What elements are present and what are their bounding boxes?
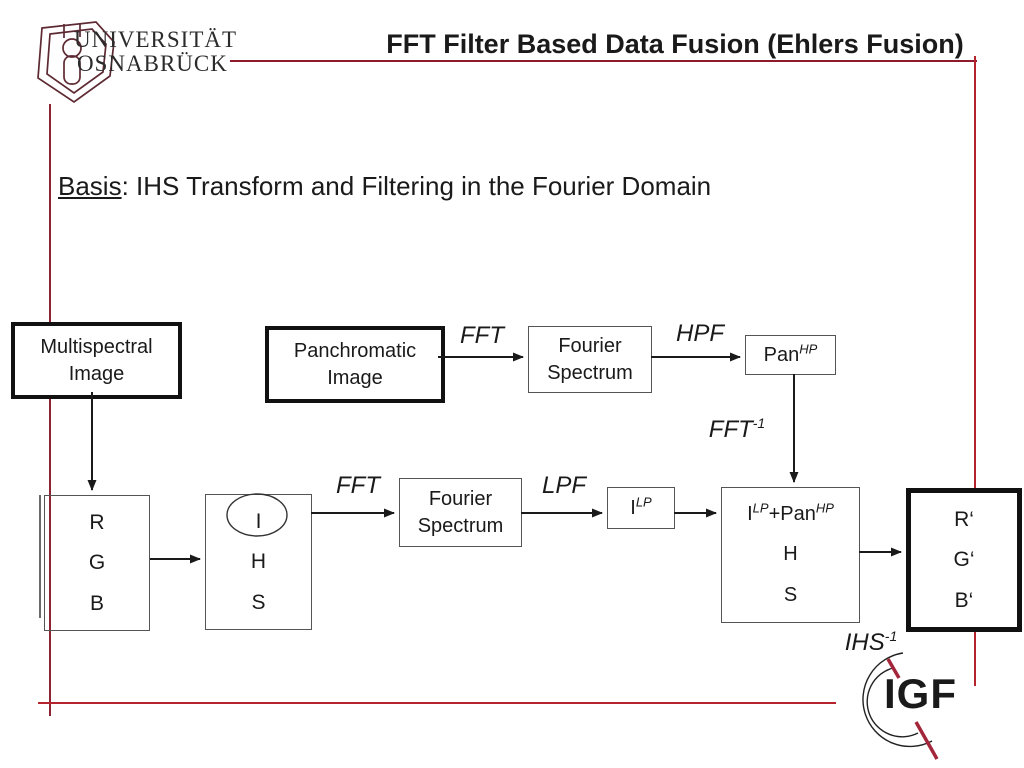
- box-pan-hp: PanHP: [745, 335, 836, 375]
- title-underline-rule: [230, 60, 977, 62]
- fusion-letter-h: H: [783, 543, 798, 566]
- university-name-line1: UNIVERSITÄT: [74, 27, 238, 52]
- box-pan-hp-text: PanHP: [764, 342, 818, 369]
- left-vertical-rule: [49, 104, 51, 716]
- rgb-letter-r: R: [89, 510, 105, 534]
- ihs-inv-base: IHS: [844, 629, 885, 656]
- box-fourier-spectrum-top: Fourier Spectrum: [528, 326, 652, 393]
- fusion-plus-pan: +Pan: [768, 502, 816, 525]
- ihs-inv-sup: -1: [884, 628, 898, 644]
- box-rgb-input: R G B: [44, 495, 150, 631]
- rgb-out-letter-r: R‘: [954, 507, 974, 531]
- box-multispectral-line1: Multispectral: [40, 335, 153, 358]
- box-fourier-spectrum-bottom: Fourier Spectrum: [399, 478, 522, 547]
- basis-label: Basis: [58, 171, 122, 201]
- i-lp-sup: LP: [635, 493, 652, 509]
- box-fusion-ihs: ILP+PanHP H S: [721, 487, 860, 623]
- box-rgb-output: R‘ G‘ B‘: [906, 488, 1022, 632]
- box-fourier-top-line2: Spectrum: [547, 361, 633, 384]
- fft-inv-base: FFT: [708, 416, 753, 443]
- i-lp-base: I: [630, 496, 636, 519]
- pan-hp-sup: HP: [799, 340, 818, 356]
- rgb-letter-b: B: [89, 592, 104, 616]
- fusion-i-base: I: [747, 502, 753, 525]
- label-hpf: HPF: [676, 320, 724, 347]
- box-i-lp-text: ILP: [630, 495, 651, 522]
- ihs-letter-i: I: [255, 509, 262, 533]
- fft-inv-sup: -1: [752, 415, 766, 431]
- box-i-lp: ILP: [607, 487, 675, 529]
- igf-logo-text: IGF: [884, 670, 957, 717]
- box-multispectral-line2: Image: [68, 362, 125, 385]
- box-panchromatic-line2: Image: [327, 366, 383, 389]
- rgb-box-ghost-edge: [39, 495, 41, 618]
- right-vertical-rule: [974, 56, 976, 686]
- ihs-letter-h: H: [250, 550, 267, 574]
- box-panchromatic-line1: Panchromatic: [293, 339, 417, 362]
- basis-statement: Basis: IHS Transform and Filtering in th…: [58, 171, 711, 202]
- fusion-i-sup: LP: [752, 500, 769, 516]
- fusion-pan-sup: HP: [815, 500, 834, 516]
- basis-rest: : IHS Transform and Filtering in the Fou…: [121, 171, 712, 201]
- fusion-line1: ILP+PanHP: [747, 501, 834, 528]
- box-multispectral-image: Multispectral Image: [11, 322, 182, 399]
- university-seal-icon: [37, 21, 115, 104]
- rgb-out-letter-g: G‘: [953, 548, 975, 572]
- box-ihs: I H S: [205, 494, 312, 630]
- university-name-line2: OSNABRÜCK: [77, 51, 228, 76]
- label-fft-top: FFT: [460, 322, 504, 349]
- box-fourier-bottom-line1: Fourier: [428, 487, 493, 510]
- slide-title: FFT Filter Based Data Fusion (Ehlers Fus…: [386, 29, 964, 59]
- box-fourier-bottom-line2: Spectrum: [417, 514, 504, 537]
- label-fft-bottom: FFT: [336, 472, 380, 499]
- fusion-letter-s: S: [783, 584, 798, 607]
- label-lpf: LPF: [541, 472, 586, 499]
- bottom-horizontal-rule: [38, 702, 836, 704]
- label-ihs-inverse: IHS-1: [826, 629, 916, 657]
- box-fourier-top-line1: Fourier: [558, 334, 622, 357]
- ihs-letter-s: S: [251, 591, 266, 615]
- rgb-letter-g: G: [88, 551, 106, 575]
- pan-hp-base: Pan: [763, 343, 800, 366]
- box-panchromatic-image: Panchromatic Image: [265, 326, 445, 403]
- rgb-out-letter-b: B‘: [954, 589, 974, 613]
- label-fft-inverse: FFT-1: [692, 416, 782, 444]
